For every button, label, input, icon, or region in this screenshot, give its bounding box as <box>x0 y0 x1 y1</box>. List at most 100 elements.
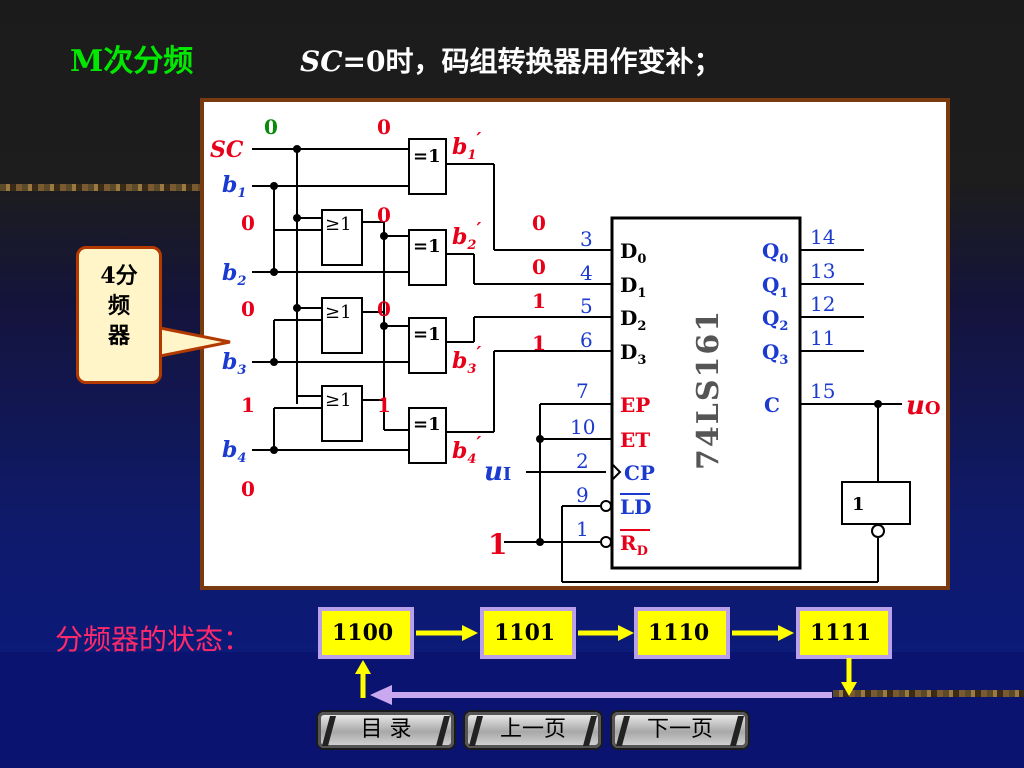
left-pin-numbers: 3 4 5 6 7 10 2 9 1 <box>570 227 595 541</box>
value-or3: 1 <box>377 393 391 417</box>
callout-line-3: 器 <box>107 323 130 349</box>
state-box-2: 1101 <box>480 607 576 659</box>
xor-gate-2-label: =1 <box>413 236 441 257</box>
value-d2: 1 <box>532 289 546 313</box>
arrow-up-icon <box>355 660 371 698</box>
svg-text:4: 4 <box>580 261 593 285</box>
svg-text:D2: D2 <box>620 306 646 334</box>
svg-text:3: 3 <box>580 227 593 251</box>
svg-text:C: C <box>764 393 780 417</box>
value-b2: 0 <box>241 211 255 235</box>
clock-triangle <box>611 463 622 481</box>
b4-label: b4 <box>222 437 246 466</box>
decorative-band <box>833 690 1024 697</box>
svg-text:14: 14 <box>810 225 835 249</box>
svg-text:EP: EP <box>620 393 650 417</box>
not-gate <box>841 481 911 525</box>
xor-gate-1-label: =1 <box>413 146 441 167</box>
svg-text:LD: LD <box>620 495 651 519</box>
arrow-right-icon <box>732 625 794 641</box>
value-b4-bottom: 0 <box>241 477 255 501</box>
value-d1: 0 <box>532 255 546 279</box>
ld-inverter-bubble <box>600 500 612 512</box>
circuit-panel: =1 =1 =1 =1 ≥1 ≥1 ≥1 SC b1 b2 b3 b4 b1′ … <box>200 98 950 590</box>
svg-text:Q1: Q1 <box>762 273 788 301</box>
not-gate-bubble <box>871 524 885 538</box>
value-or2: 0 <box>377 297 391 321</box>
svg-text:9: 9 <box>576 483 589 507</box>
state-box-3: 1110 <box>634 607 730 659</box>
svg-text:11: 11 <box>810 326 835 350</box>
svg-text:CP: CP <box>624 461 655 485</box>
or-gate-3-label: ≥1 <box>325 390 352 411</box>
chip-74ls161 <box>610 216 802 570</box>
value-d3: 1 <box>532 331 546 355</box>
toc-button[interactable]: 目 录 <box>316 710 456 750</box>
b3-label: b3 <box>222 349 246 378</box>
b3-prime-label: b3′ <box>452 343 481 377</box>
decorative-band <box>0 184 205 191</box>
svg-text:D0: D0 <box>620 239 646 267</box>
state-box-4: 1111 <box>796 607 892 659</box>
constant-one: 1 <box>488 528 507 561</box>
svg-text:12: 12 <box>810 292 835 316</box>
wires <box>252 148 902 583</box>
svg-text:15: 15 <box>810 379 835 403</box>
svg-text:D3: D3 <box>620 340 646 368</box>
rd-inverter-bubble <box>600 536 612 548</box>
arrow-right-icon <box>578 625 634 641</box>
uo-label: uO <box>906 391 941 421</box>
xor-gate-4-label: =1 <box>413 414 441 435</box>
sc-label: SC <box>210 137 244 163</box>
value-or1: 0 <box>377 203 391 227</box>
xor-gate-2 <box>408 229 447 286</box>
right-pin-names: Q0 Q1 Q2 Q3 C <box>762 239 788 417</box>
svg-text:ET: ET <box>620 428 650 452</box>
xor-gates: =1 =1 =1 =1 <box>408 138 447 464</box>
svg-text:13: 13 <box>810 259 835 283</box>
b2-label: b2 <box>222 260 246 289</box>
svg-text:6: 6 <box>580 328 593 352</box>
svg-text:2: 2 <box>576 449 589 473</box>
ui-label: uI <box>484 457 511 487</box>
signal-values: 0 0 0 0 0 0 1 1 0 0 0 1 1 <box>241 115 546 501</box>
arrow-down-icon <box>841 658 857 696</box>
arrow-right-icon <box>416 625 478 641</box>
callout-line-1: 4分 <box>100 263 138 289</box>
xor-gate-1 <box>408 138 447 195</box>
junction-dots <box>270 145 882 546</box>
value-sc: 0 <box>264 115 278 139</box>
callout-tail <box>150 324 231 360</box>
not-gate-label: 1 <box>852 494 865 515</box>
subtitle-rest: =0时，码组转换器用作变补； <box>342 45 722 78</box>
state-box-1: 1100 <box>318 607 414 659</box>
or-gates: ≥1 ≥1 ≥1 <box>321 209 363 442</box>
value-d0: 0 <box>532 211 546 235</box>
svg-text:10: 10 <box>570 415 595 439</box>
xor-output-labels: b1′ b2′ b3′ b4′ <box>452 129 481 467</box>
input-labels: SC b1 b2 b3 b4 <box>210 137 246 466</box>
xor-gate-3 <box>408 317 447 374</box>
or-gate-2-label: ≥1 <box>325 302 352 323</box>
xor-gate-4 <box>408 407 447 464</box>
value-b1: 0 <box>377 115 391 139</box>
svg-text:Q0: Q0 <box>762 239 788 267</box>
or-gate-1-label: ≥1 <box>325 214 352 235</box>
next-page-button[interactable]: 下一页 <box>610 710 750 750</box>
value-b4: 1 <box>241 393 255 417</box>
b2-prime-label: b2′ <box>452 219 481 253</box>
svg-text:7: 7 <box>576 379 589 403</box>
svg-text:5: 5 <box>580 294 593 318</box>
left-pin-names: D0 D1 D2 D3 EP ET CP LD RD <box>620 239 655 559</box>
slide-subtitle: SC=0时，码组转换器用作变补； <box>300 40 721 80</box>
b4-prime-label: b4′ <box>452 433 481 467</box>
states-label: 分频器的状态： <box>55 623 252 656</box>
prev-page-button[interactable]: 上一页 <box>463 710 603 750</box>
subtitle-sc: SC <box>300 45 343 78</box>
right-pin-numbers: 14 13 12 11 15 <box>810 225 835 403</box>
xor-gate-3-label: =1 <box>413 324 441 345</box>
or-gate-2 <box>321 297 363 354</box>
or-gate-1 <box>321 209 363 266</box>
svg-text:1: 1 <box>576 517 589 541</box>
b1-label: b1 <box>222 172 246 201</box>
